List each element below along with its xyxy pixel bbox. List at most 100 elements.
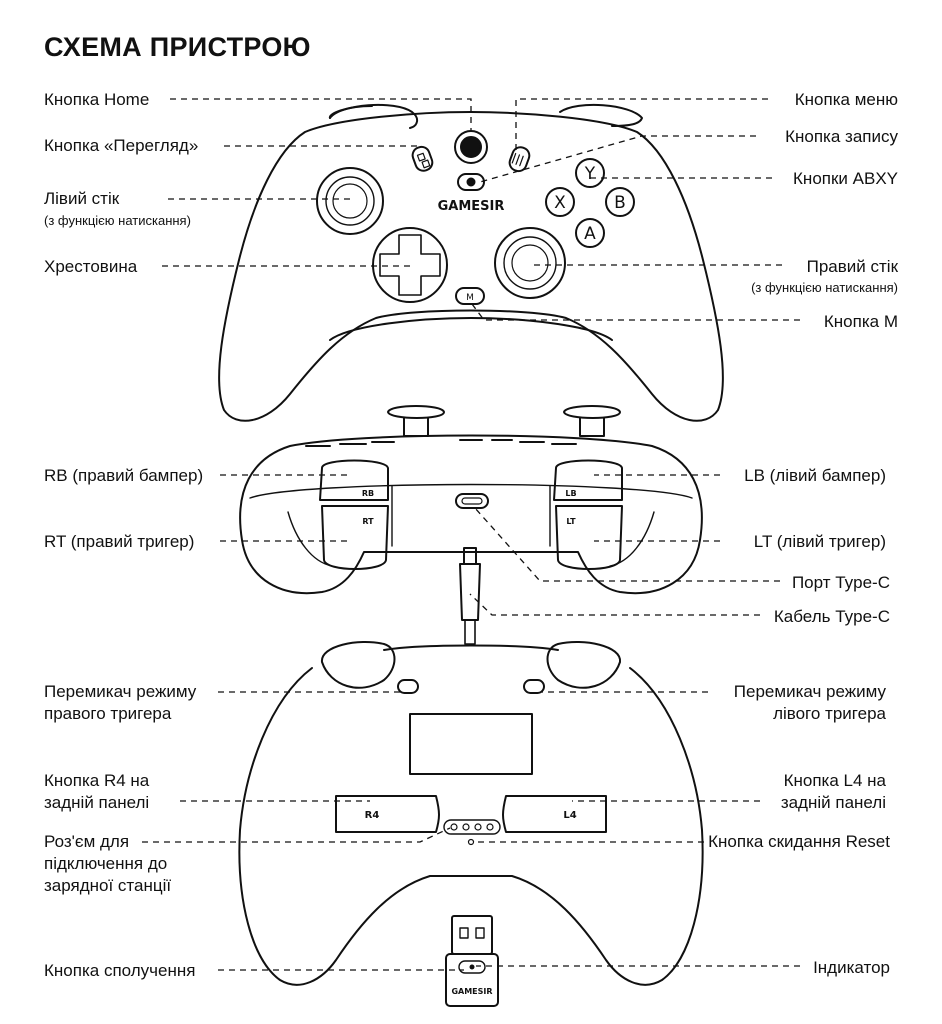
label-left-trigger-switch-1: Перемикач режиму bbox=[733, 682, 886, 701]
top-right-grip-line bbox=[609, 511, 655, 567]
rb-bumper[interactable] bbox=[319, 459, 389, 501]
button-a[interactable] bbox=[575, 218, 605, 248]
usb-dongle bbox=[445, 915, 499, 1007]
cable-plug-body bbox=[459, 563, 481, 621]
right-stick[interactable] bbox=[503, 236, 557, 290]
cable-strain-relief bbox=[464, 619, 476, 645]
r4-mark: R4 bbox=[365, 810, 380, 821]
left-stick-base bbox=[316, 167, 384, 235]
button-x-label: X bbox=[554, 193, 566, 213]
label-right-stick: Правий стік bbox=[806, 257, 898, 276]
r4-button[interactable] bbox=[335, 795, 440, 833]
right-trigger-mode-switch[interactable] bbox=[397, 679, 419, 694]
label-lt: LT (лівий тригер) bbox=[753, 532, 886, 551]
left-stick-cap bbox=[332, 183, 368, 219]
dpad[interactable] bbox=[379, 234, 441, 296]
top-body-outline bbox=[239, 434, 703, 595]
leader-typec-port bbox=[474, 507, 780, 582]
back-right-trigger bbox=[321, 641, 396, 689]
lt-trigger[interactable] bbox=[555, 505, 623, 570]
label-menu: Кнопка меню bbox=[794, 90, 898, 109]
front-right-shoulder bbox=[559, 103, 643, 127]
reset-button[interactable] bbox=[467, 838, 475, 846]
front-left-shoulder-inner bbox=[328, 105, 373, 119]
record-icon bbox=[466, 177, 476, 187]
front-body-outline bbox=[218, 111, 724, 422]
l4-mark: L4 bbox=[563, 810, 576, 821]
label-r4-1: Кнопка R4 на bbox=[44, 771, 150, 790]
m-button-label: M bbox=[466, 293, 474, 303]
back-panel-plate bbox=[409, 713, 533, 775]
l4-button[interactable] bbox=[502, 795, 607, 833]
label-left-trigger-switch-2: лівого тригера bbox=[773, 704, 886, 723]
rb-mark: RB bbox=[362, 489, 374, 498]
button-b[interactable] bbox=[605, 187, 635, 217]
button-x[interactable] bbox=[545, 187, 575, 217]
dpad-ring bbox=[372, 227, 448, 303]
right-stick-cap bbox=[511, 244, 549, 282]
label-m-button: Кнопка M bbox=[823, 312, 898, 331]
dock-pin-2 bbox=[462, 823, 470, 831]
label-record: Кнопка запису bbox=[785, 127, 898, 146]
front-inner-curve bbox=[329, 317, 613, 341]
dongle-body bbox=[445, 953, 499, 1007]
label-dock-2: підключення до bbox=[44, 854, 168, 873]
dongle-contact-2 bbox=[475, 927, 485, 939]
button-b-label: B bbox=[614, 193, 626, 213]
controller-top bbox=[239, 405, 703, 595]
button-y-label: Y bbox=[584, 164, 596, 184]
gamesir-logo-icon bbox=[460, 136, 482, 158]
button-y[interactable] bbox=[575, 158, 605, 188]
top-left-grip-line bbox=[287, 511, 333, 567]
view-button[interactable] bbox=[410, 145, 434, 173]
left-stick[interactable] bbox=[325, 176, 375, 226]
label-l4-1: Кнопка L4 на bbox=[783, 771, 886, 790]
dock-pin-1 bbox=[450, 823, 458, 831]
label-pair: Кнопка сполучення bbox=[44, 961, 196, 980]
label-typec-cable: Кабель Type-C bbox=[773, 607, 890, 626]
dongle-contact-1 bbox=[459, 927, 469, 939]
label-left-stick: Лівий стік bbox=[44, 189, 120, 208]
view-icon bbox=[416, 152, 431, 169]
back-left-trigger bbox=[546, 641, 621, 689]
rt-trigger[interactable] bbox=[321, 505, 389, 570]
top-center-seam bbox=[391, 485, 551, 547]
leader-typec-cable bbox=[469, 593, 760, 616]
label-view: Кнопка «Перегляд» bbox=[44, 136, 199, 155]
label-right-trigger-switch-1: Перемикач режиму bbox=[44, 682, 197, 701]
label-r4-2: задній панелі bbox=[44, 793, 150, 812]
pair-button[interactable] bbox=[458, 960, 486, 974]
top-right-stick-cap bbox=[563, 405, 621, 419]
dock-pin-4 bbox=[486, 823, 494, 831]
menu-button[interactable] bbox=[507, 145, 531, 173]
brand-logo-front: GAMESIR bbox=[438, 199, 505, 214]
record-button[interactable] bbox=[457, 173, 485, 191]
rt-mark: RT bbox=[362, 517, 374, 526]
controller-back bbox=[238, 641, 704, 986]
label-abxy: Кнопки ABXY bbox=[793, 169, 898, 188]
label-rb: RB (правий бампер) bbox=[44, 466, 204, 485]
label-rt: RT (правий тригер) bbox=[44, 532, 195, 551]
brand-logo-dongle: GAMESIR bbox=[451, 987, 492, 996]
lt-mark: LT bbox=[566, 517, 576, 526]
lb-bumper[interactable] bbox=[553, 459, 623, 501]
label-l4-2: задній панелі bbox=[780, 793, 886, 812]
label-left-stick-note: (з функцією натискання) bbox=[44, 213, 191, 228]
dock-pin-3 bbox=[474, 823, 482, 831]
top-button-row bbox=[305, 439, 577, 447]
dongle-usb-plug bbox=[451, 915, 493, 955]
label-typec-port: Порт Type-C bbox=[791, 573, 890, 592]
typec-port[interactable] bbox=[455, 493, 489, 509]
m-button[interactable] bbox=[455, 287, 485, 305]
leader-lines bbox=[142, 98, 800, 971]
left-trigger-mode-switch[interactable] bbox=[523, 679, 545, 694]
label-home: Кнопка Home bbox=[44, 90, 150, 109]
top-right-stick-shaft bbox=[579, 417, 605, 437]
leader-menu bbox=[515, 98, 768, 152]
label-dpad: Хрестовина bbox=[44, 257, 138, 276]
back-body-outline bbox=[238, 667, 704, 986]
button-a-label: A bbox=[584, 224, 596, 244]
leader-record bbox=[479, 135, 756, 183]
